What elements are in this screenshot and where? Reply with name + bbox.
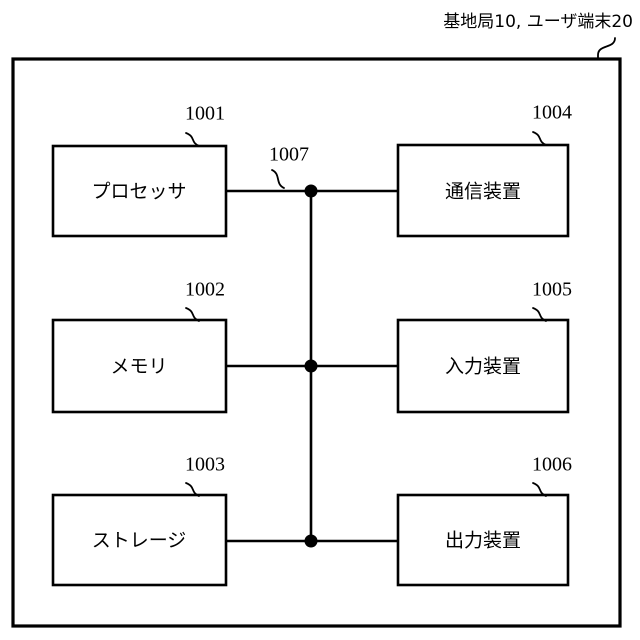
block-input-device[interactable]: [396, 318, 570, 414]
leader-line-output-device: [532, 482, 547, 497]
leader-line-communication-device: [532, 131, 547, 146]
junction-dot-top: [304, 184, 318, 198]
block-label-storage: ストレージ: [92, 530, 187, 552]
block-storage[interactable]: [51, 493, 228, 587]
figure-title: 基地局10, ユーザ端末20: [443, 12, 633, 32]
leader-line-input-device: [532, 307, 547, 322]
block-output-device[interactable]: [396, 493, 570, 587]
block-communication-device[interactable]: [396, 143, 570, 238]
leader-line-storage: [185, 482, 200, 497]
block-memory[interactable]: [51, 318, 228, 414]
junction-dot-middle: [304, 359, 318, 373]
ref-number-output-device: 1006: [532, 454, 572, 476]
ref-number-communication-device: 1004: [532, 102, 572, 124]
block-processor[interactable]: [51, 144, 228, 238]
block-label-communication-device: 通信装置: [445, 181, 521, 203]
block-label-output-device: 出力装置: [445, 530, 521, 552]
ref-number-processor: 1001: [185, 103, 225, 125]
block-label-input-device: 入力装置: [445, 356, 521, 378]
ref-number-input-device: 1005: [532, 279, 572, 301]
block-label-memory: メモリ: [110, 356, 167, 378]
title-leader-line: [597, 37, 616, 59]
block-label-processor: プロセッサ: [91, 181, 186, 203]
ref-number-memory: 1002: [185, 279, 225, 301]
ref-number-bus: 1007: [269, 144, 309, 166]
bus-leader-line: [271, 169, 285, 189]
leader-line-processor: [185, 132, 200, 147]
ref-number-storage: 1003: [185, 454, 225, 476]
leader-line-memory: [185, 307, 200, 322]
junction-dot-bottom: [304, 534, 318, 548]
